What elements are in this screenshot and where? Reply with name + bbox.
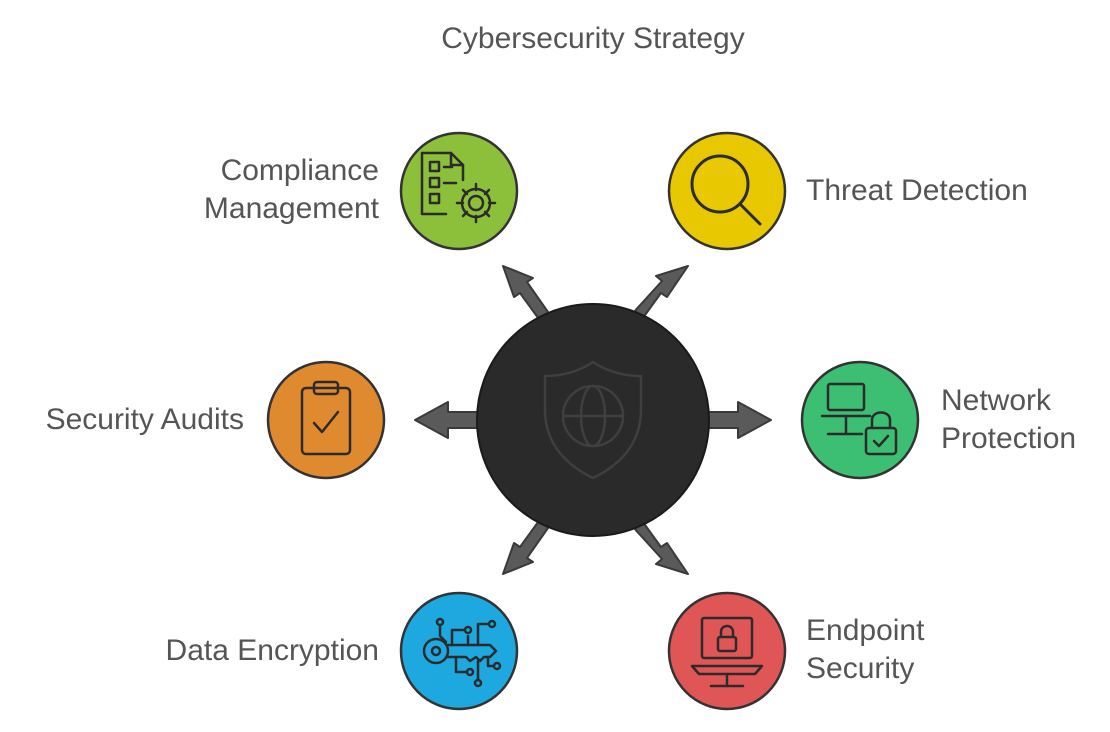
label-network-line2: Protection bbox=[941, 422, 1077, 455]
arrows bbox=[414, 265, 772, 575]
arrow-to-compliance bbox=[502, 265, 549, 323]
node-encryption bbox=[399, 591, 519, 711]
label-compliance-line1: Compliance bbox=[220, 154, 379, 187]
label-encryption: Data Encryption bbox=[166, 632, 379, 670]
label-audits: Security Audits bbox=[46, 401, 244, 439]
arrow-to-endpoint bbox=[632, 517, 689, 575]
magnifier-icon bbox=[690, 154, 762, 226]
label-audits-line1: Security Audits bbox=[45, 403, 244, 436]
label-endpoint: Endpoint Security bbox=[806, 612, 924, 688]
arrow-to-audits bbox=[414, 401, 481, 439]
node-audits bbox=[266, 360, 386, 480]
node-network bbox=[800, 360, 920, 480]
label-compliance-line2: Management bbox=[203, 192, 379, 225]
node-threat bbox=[667, 131, 787, 251]
clipboard-check-icon bbox=[300, 380, 352, 456]
shield-globe-icon bbox=[543, 360, 643, 480]
computer-lock-icon bbox=[820, 382, 898, 456]
label-threat: Threat Detection bbox=[806, 172, 1028, 210]
diagram-title: Cybersecurity Strategy bbox=[441, 22, 745, 55]
label-endpoint-line1: Endpoint bbox=[806, 614, 925, 647]
node-endpoint bbox=[667, 591, 787, 711]
label-endpoint-line2: Security bbox=[806, 652, 915, 685]
key-circuit-icon bbox=[422, 617, 502, 688]
label-compliance: Compliance Management bbox=[204, 152, 379, 228]
arrow-to-network bbox=[705, 401, 772, 439]
arrow-to-encryption bbox=[502, 517, 549, 575]
laptop-lock-icon bbox=[690, 616, 764, 688]
label-threat-line1: Threat Detection bbox=[806, 174, 1028, 207]
label-network: Network Protection bbox=[941, 382, 1076, 458]
label-network-line1: Network bbox=[941, 384, 1052, 417]
label-encryption-line1: Data Encryption bbox=[165, 634, 379, 667]
center-hub bbox=[476, 303, 710, 537]
document-gear-icon bbox=[420, 151, 497, 224]
node-compliance bbox=[399, 131, 519, 251]
arrow-to-threat bbox=[632, 265, 689, 323]
